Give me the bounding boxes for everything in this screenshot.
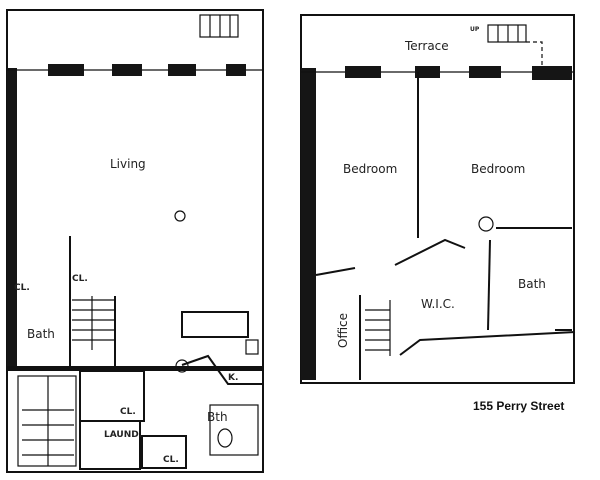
room-label-bedroom: Bedroom xyxy=(343,162,397,176)
room-label-terrace: Terrace xyxy=(404,39,449,53)
stair xyxy=(72,296,115,350)
room-label-living: Living xyxy=(110,157,146,171)
room-label-bedroom: Bedroom xyxy=(471,162,525,176)
stair-up-label: UP xyxy=(470,26,480,33)
room-label-bath: Bath xyxy=(518,277,546,291)
room-label-closet: CL. xyxy=(120,407,136,417)
room-label-bath: Bath xyxy=(27,327,55,341)
room-label-closet: CL. xyxy=(14,283,30,293)
address-label: 155 Perry Street xyxy=(473,399,564,413)
room-label-kitchen: K. xyxy=(228,373,238,383)
room-label-closet: CL. xyxy=(72,274,88,284)
room-label-office: Office xyxy=(336,313,350,348)
room-label-wic: W.I.C. xyxy=(421,297,455,311)
room-label-bath-small: Bth xyxy=(207,410,228,424)
room-label-laundry: LAUND. xyxy=(104,430,142,440)
room-label-closet: CL. xyxy=(163,455,179,465)
lower-level-plan: Living CL. CL. Bath CL. LAUND. CL. K. Bt… xyxy=(6,9,264,473)
upper-level-plan: Terrace UP Bedroom Bedroom W.I.C. Bath O… xyxy=(300,14,576,384)
